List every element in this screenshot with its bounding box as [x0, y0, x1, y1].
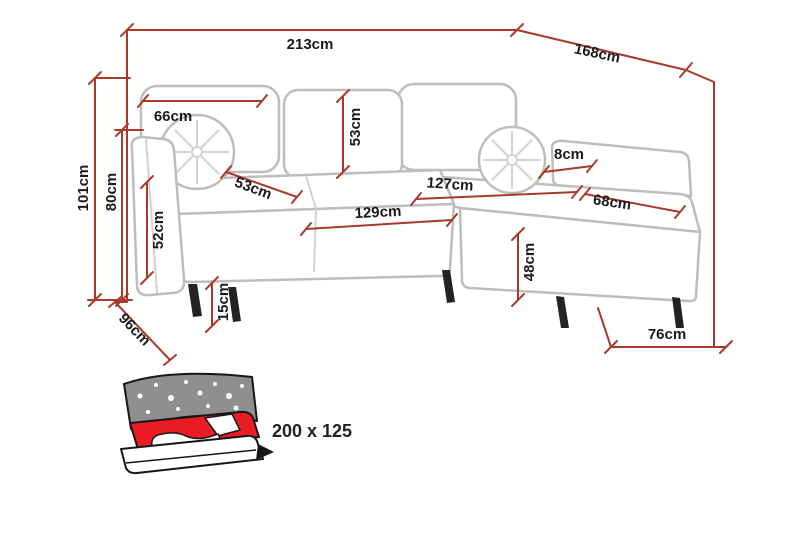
- dim-seat-width-label: 129cm: [354, 203, 402, 222]
- dim-chaise-length-label: 127cm: [426, 174, 474, 194]
- dim-back-height-label: 80cm: [103, 173, 120, 211]
- seat-seam-front: [313, 208, 317, 273]
- dim-seat-width: 129cm: [300, 203, 458, 236]
- bed-base-edge: [125, 449, 257, 464]
- dim-chaise-front-width: 76cm: [597, 307, 733, 354]
- bolster-right: [477, 125, 547, 195]
- dim-arm-top-width: 8cm: [538, 146, 598, 179]
- dim-side-depth-label: 96cm: [115, 310, 154, 349]
- dim-side-depth: 96cm: [108, 296, 177, 366]
- dim-leg-height-label: 15cm: [215, 283, 232, 321]
- bolster-left: [158, 113, 236, 191]
- dim-chaise-width-label: 68cm: [592, 191, 632, 213]
- dim-back-cushion-width: 66cm: [137, 94, 268, 125]
- dim-total-height: 101cm: [75, 71, 133, 307]
- armrest-left: [130, 135, 186, 297]
- dim-leg-height: 15cm: [205, 276, 232, 333]
- dim-chaise-width: 68cm: [579, 187, 686, 219]
- armrest-left-seam: [145, 138, 158, 294]
- bed-base: [120, 434, 264, 475]
- bed-size-label: 200 x 125: [272, 421, 352, 441]
- seat-seam-top: [305, 175, 317, 210]
- dim-total-depth-label: 168cm: [572, 40, 621, 66]
- dim-chaise-height: 48cm: [511, 227, 538, 307]
- dim-back-cushion-width-label: 66cm: [154, 108, 192, 125]
- dim-total-width-label: 213cm: [287, 36, 334, 53]
- dim-total-width: 213cm: [114, 23, 524, 303]
- armrest-right: [550, 139, 693, 198]
- dim-back-pillow-height: 53cm: [336, 89, 364, 179]
- dim-arm-height: 52cm: [140, 175, 167, 285]
- bed-backrest-dots: [137, 380, 244, 414]
- dim-back-pillow-height-label: 53cm: [347, 108, 364, 146]
- dim-total-height-label: 101cm: [75, 165, 92, 212]
- dim-chaise-length: 127cm: [410, 174, 583, 206]
- dim-chaise-front-width-label: 76cm: [648, 326, 686, 343]
- bed-duvet-fold: [203, 413, 242, 437]
- sofa-outline: [130, 82, 702, 328]
- dim-arm-top-width-label: 8cm: [554, 146, 584, 163]
- bed-unfold-arrow-icon: [256, 444, 274, 460]
- dim-chaise-height-label: 48cm: [521, 243, 538, 281]
- dim-back-height: 80cm: [103, 123, 144, 307]
- sofa-legs: [188, 270, 684, 328]
- bed-icon: [120, 372, 274, 475]
- dim-arm-height-label: 52cm: [150, 211, 167, 249]
